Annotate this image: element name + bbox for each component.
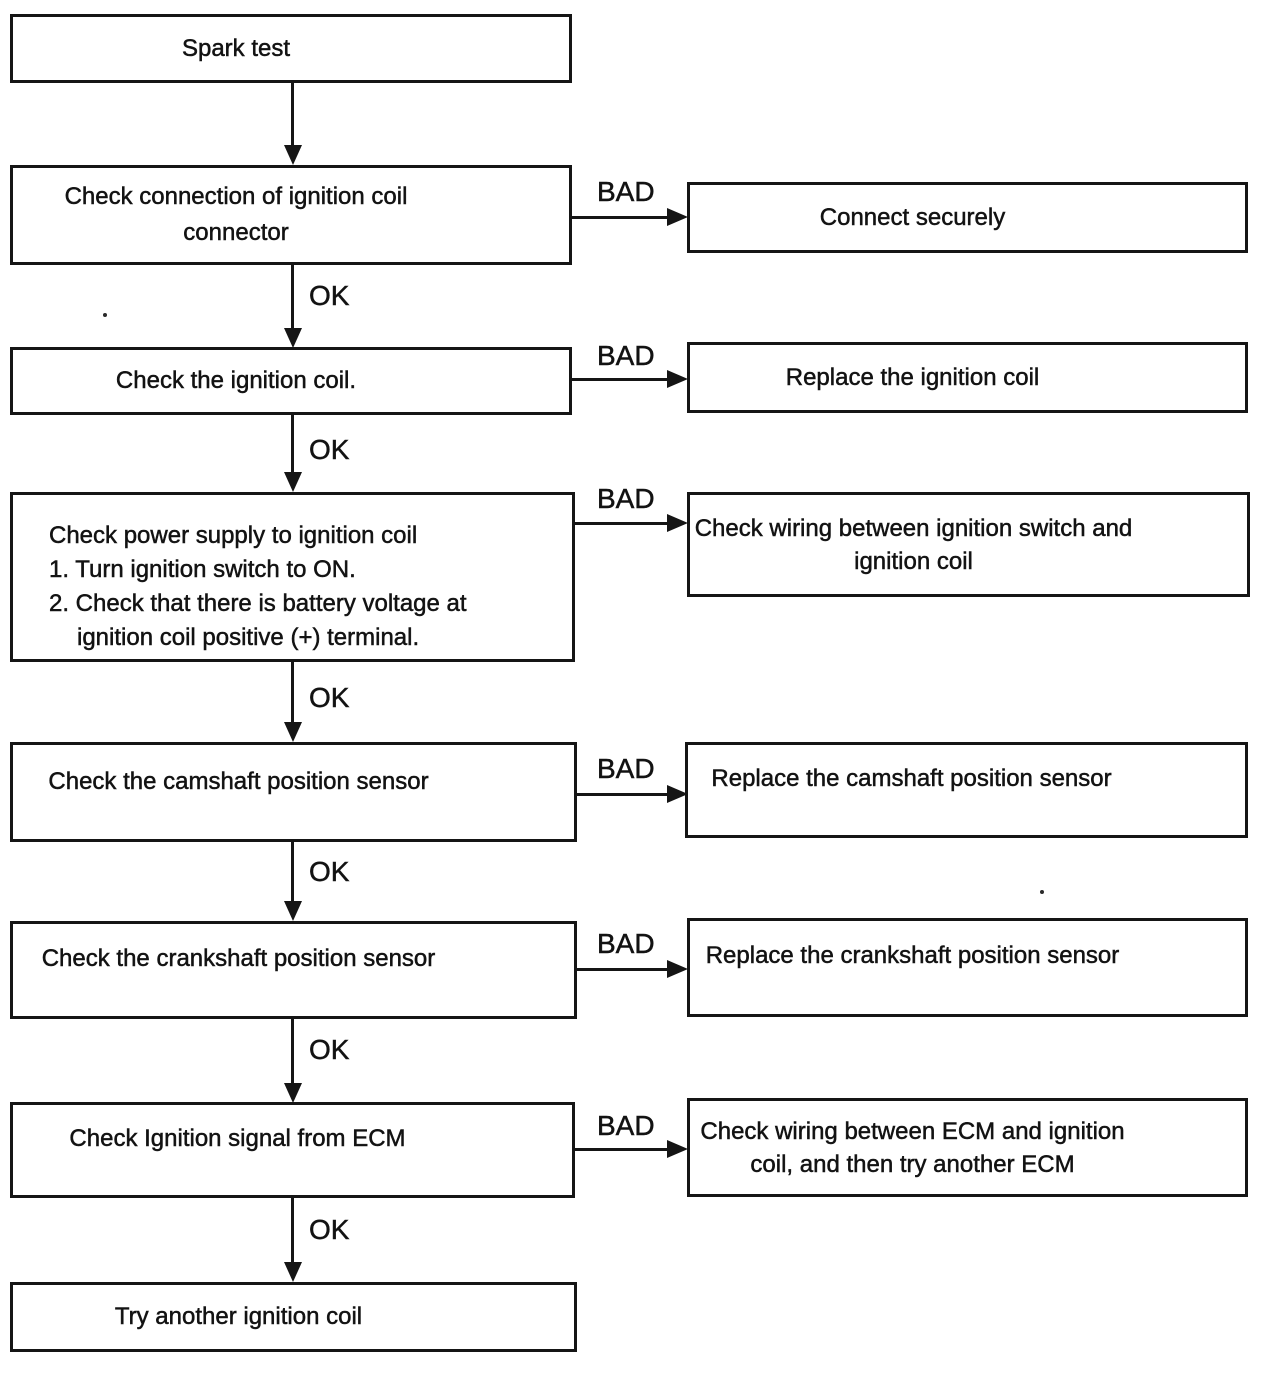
down-arrowhead-icon (284, 722, 302, 742)
step-check-ecm-signal: Check Ignition signal from ECM (10, 1102, 575, 1198)
power-supply-line2: 1. Turn ignition switch to ON. (49, 556, 356, 584)
down-arrowhead-icon (284, 145, 302, 165)
down-arrowhead-icon (284, 901, 302, 921)
step-check-camshaft-sensor: Check the camshaft position sensor (10, 742, 577, 842)
bad-arrow-line-3 (575, 522, 668, 525)
action-connect-securely: Connect securely (687, 182, 1248, 253)
action-replace-crankshaft-label: Replace the crankshaft position sensor (705, 942, 1120, 970)
bad-label-5: BAD (597, 928, 655, 959)
action-replace-ignition-coil: Replace the ignition coil (687, 342, 1248, 413)
step-check-power-supply: Check power supply to ignition coil 1. T… (10, 492, 575, 662)
down-arrow-line-2 (291, 265, 294, 329)
step-check-connection: Check connection of ignition coil connec… (10, 165, 572, 265)
action-replace-ignition-coil-label: Replace the ignition coil (785, 363, 1040, 391)
ok-label-1: OK (309, 280, 350, 311)
bad-label-1: BAD (597, 176, 655, 207)
power-supply-line4: ignition coil positive (+) terminal. (77, 624, 420, 652)
action-connect-securely-label: Connect securely (819, 203, 1006, 231)
down-arrow-line-3 (291, 415, 294, 473)
down-arrow-line-4 (291, 662, 294, 723)
action-check-wiring-switch-line2: ignition coil (854, 547, 973, 575)
action-check-wiring-ecm-line2: coil, and then try another ECM (750, 1150, 1075, 1178)
down-arrow-line-6 (291, 1019, 294, 1084)
action-check-wiring-switch-line1: Check wiring between ignition switch and (694, 514, 1133, 542)
power-supply-line1: Check power supply to ignition coil (49, 522, 418, 550)
bad-arrow-line-1 (572, 216, 668, 219)
action-replace-camshaft-label: Replace the camshaft position sensor (711, 765, 1112, 793)
step-check-ignition-coil-label: Check the ignition coil. (115, 367, 357, 395)
bad-label-4: BAD (597, 753, 655, 784)
right-arrowhead-icon (667, 960, 688, 978)
bad-arrow-line-4 (577, 793, 668, 796)
down-arrowhead-icon (284, 328, 302, 348)
down-arrow-line-7 (291, 1198, 294, 1263)
bad-arrow-line-5 (577, 968, 668, 971)
scan-speck (103, 313, 107, 317)
right-arrowhead-icon (667, 785, 688, 803)
step-check-crankshaft-label: Check the crankshaft position sensor (41, 945, 436, 973)
step-check-crankshaft-sensor: Check the crankshaft position sensor (10, 921, 577, 1019)
scan-speck (1040, 890, 1044, 894)
bad-arrow-line-6 (575, 1148, 668, 1151)
step-try-another-coil: Try another ignition coil (10, 1282, 577, 1352)
down-arrow-line-5 (291, 842, 294, 902)
ok-label-5: OK (309, 1034, 350, 1065)
bad-label-6: BAD (597, 1110, 655, 1141)
right-arrowhead-icon (667, 1140, 688, 1158)
bad-label-2: BAD (597, 340, 655, 371)
ok-label-6: OK (309, 1214, 350, 1245)
power-supply-line3: 2. Check that there is battery voltage a… (49, 590, 467, 618)
right-arrowhead-icon (667, 208, 688, 226)
down-arrowhead-icon (284, 472, 302, 492)
action-replace-crankshaft-sensor: Replace the crankshaft position sensor (687, 918, 1248, 1017)
step-spark-test: Spark test (10, 14, 572, 83)
action-check-wiring-ecm: Check wiring between ECM and ignition co… (687, 1098, 1248, 1197)
right-arrowhead-icon (667, 370, 688, 388)
step-try-another-coil-label: Try another ignition coil (114, 1303, 363, 1331)
step-check-connection-line2: connector (183, 219, 289, 247)
step-check-camshaft-label: Check the camshaft position sensor (48, 768, 429, 796)
down-arrow-line-1 (291, 83, 294, 147)
action-check-wiring-switch: Check wiring between ignition switch and… (687, 492, 1250, 597)
bad-arrow-line-2 (572, 378, 668, 381)
step-check-connection-line1: Check connection of ignition coil (64, 183, 408, 211)
action-replace-camshaft-sensor: Replace the camshaft position sensor (685, 742, 1248, 838)
step-check-ignition-coil: Check the ignition coil. (10, 347, 572, 415)
action-check-wiring-ecm-line1: Check wiring between ECM and ignition (700, 1117, 1125, 1145)
ok-label-4: OK (309, 856, 350, 887)
ok-label-3: OK (309, 682, 350, 713)
bad-label-3: BAD (597, 483, 655, 514)
step-spark-test-label: Spark test (181, 34, 291, 62)
right-arrowhead-icon (667, 514, 688, 532)
down-arrowhead-icon (284, 1083, 302, 1103)
down-arrowhead-icon (284, 1262, 302, 1282)
ok-label-2: OK (309, 434, 350, 465)
step-check-ecm-label: Check Ignition signal from ECM (69, 1125, 406, 1153)
